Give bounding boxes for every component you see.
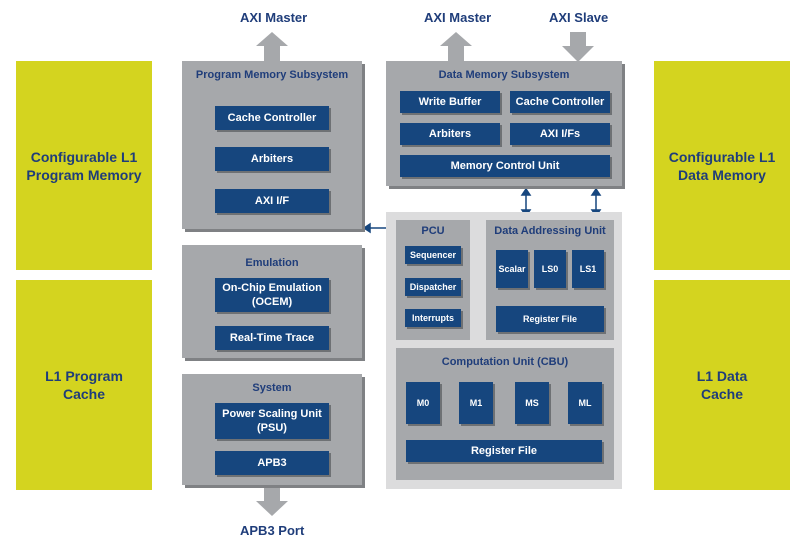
cbu-m0: M0 (406, 382, 440, 424)
axi-slave-label: AXI Slave (549, 10, 609, 25)
real-time-trace: Real-Time Trace (215, 326, 329, 350)
apb3-port-arrow (256, 487, 288, 516)
apb3-block: APB3 (215, 451, 329, 475)
configurable-l1-program-memory: Configurable L1 Program Memory (16, 61, 152, 270)
l1-data-cache: L1 Data Cache (654, 280, 790, 490)
configurable-l1-data-memory: Configurable L1 Data Memory (654, 61, 790, 270)
axi-master-left-arrow (256, 32, 288, 62)
data-memory-subsystem-title: Data Memory Subsystem (438, 69, 570, 81)
dms-axi-ifs: AXI I/Fs (510, 123, 610, 145)
dms-cache-controller: Cache Controller (510, 91, 610, 113)
dms-arbiters: Arbiters (400, 123, 500, 145)
data-addressing-unit-title: Data Addressing Unit (494, 225, 606, 237)
pms-arbiters: Arbiters (215, 147, 329, 171)
axi-master-right-arrow (440, 32, 472, 62)
power-scaling-unit: Power Scaling Unit (PSU) (215, 403, 329, 439)
dau-ls1: LS1 (572, 250, 604, 288)
dms-write-buffer: Write Buffer (400, 91, 500, 113)
dau-ls0: LS0 (534, 250, 566, 288)
emulation: Emulation On-Chip Emulation (OCEM) Real-… (182, 245, 362, 358)
l1-program-cache: L1 Program Cache (16, 280, 152, 490)
pcu-title: PCU (421, 225, 445, 237)
cbu-register-file: Register File (406, 440, 602, 462)
pcu-interrupts: Interrupts (405, 309, 461, 327)
core-container: PCU Sequencer Dispatcher Interrupts Data… (386, 212, 622, 489)
axi-slave-arrow (562, 32, 594, 62)
dau-register-file: Register File (496, 306, 604, 332)
pms-axi-if: AXI I/F (215, 189, 329, 213)
computation-unit: Computation Unit (CBU) M0 M1 MS ML Regis… (396, 348, 614, 480)
axi-master-right-label: AXI Master (424, 10, 492, 25)
dms-memory-control-unit: Memory Control Unit (400, 155, 610, 177)
cbu-ms: MS (515, 382, 549, 424)
data-memory-subsystem: Data Memory Subsystem Write Buffer Cache… (386, 61, 622, 186)
dau-scalar: Scalar (496, 250, 528, 288)
axi-master-left-label: AXI Master (240, 10, 308, 25)
program-memory-subsystem-title: Program Memory Subsystem (195, 69, 349, 81)
program-memory-subsystem: Program Memory Subsystem Cache Controlle… (182, 61, 362, 229)
cbu-m1: M1 (459, 382, 493, 424)
apb3-port-label: APB3 Port (240, 523, 305, 538)
data-addressing-unit: Data Addressing Unit Scalar LS0 LS1 Regi… (486, 220, 614, 340)
on-chip-emulation: On-Chip Emulation (OCEM) (215, 278, 329, 312)
system-title: System (252, 382, 292, 394)
emulation-title: Emulation (245, 257, 299, 269)
pcu-sequencer: Sequencer (405, 246, 461, 264)
pcu: PCU Sequencer Dispatcher Interrupts (396, 220, 470, 340)
pms-cache-controller: Cache Controller (215, 106, 329, 130)
system: System Power Scaling Unit (PSU) APB3 (182, 374, 362, 485)
cbu-ml: ML (568, 382, 602, 424)
pcu-dispatcher: Dispatcher (405, 278, 461, 296)
computation-unit-title: Computation Unit (CBU) (441, 356, 569, 368)
